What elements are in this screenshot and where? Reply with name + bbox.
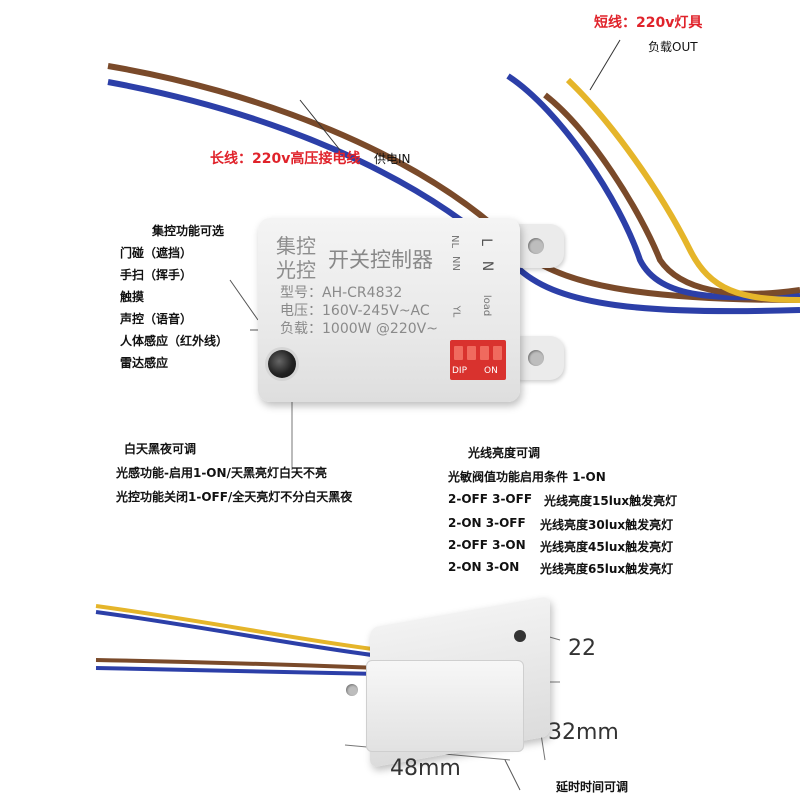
control-item: 人体感应（红外线） — [120, 334, 229, 348]
brightness-row-desc: 光线亮度65lux触发亮灯 — [540, 562, 674, 576]
brightness-row-switch: 2-OFF 3-ON — [448, 538, 526, 552]
dip-switch-2[interactable] — [467, 346, 476, 360]
blue-wire-short — [506, 73, 800, 301]
mount-hole-top — [528, 238, 544, 254]
dip-switch[interactable]: DIP ON — [450, 340, 506, 380]
device-name: 开关控制器 — [328, 248, 433, 272]
small-device-front — [366, 660, 524, 752]
terminal-l: L — [477, 238, 494, 246]
dip-label: DIP — [452, 366, 468, 376]
device-load: 负载：1000W @220V~ — [280, 321, 438, 337]
terminal-nn: NN — [449, 256, 461, 271]
dip-switch-3[interactable] — [480, 346, 489, 360]
brown-wire-short — [543, 92, 800, 297]
dimension-length: 48mm — [390, 756, 461, 781]
brightness-row-switch: 2-ON 3-OFF — [448, 516, 526, 530]
brightness-condition: 光敏阀值功能启用条件 1-ON — [448, 470, 606, 484]
dip-switch-4[interactable] — [493, 346, 502, 360]
device-model: 型号：AH-CR4832 — [280, 285, 403, 301]
day-night-line2: 光控功能关闭1-OFF/全天亮灯不分白天黑夜 — [116, 490, 353, 504]
brightness-row-desc: 光线亮度45lux触发亮灯 — [540, 540, 674, 554]
brightness-row-switch: 2-ON 3-ON — [448, 560, 520, 574]
load-out-label: 负载OUT — [648, 40, 698, 54]
supply-in-label: 供电IN — [374, 152, 411, 166]
brightness-row-desc: 光线亮度15lux触发亮灯 — [544, 494, 678, 508]
yellow-wire — [565, 77, 800, 303]
light-sensor-icon — [268, 350, 296, 378]
dimension-height: 22 — [568, 636, 596, 661]
control-item: 声控（语音） — [120, 312, 193, 326]
brightness-row-desc: 光线亮度30lux触发亮灯 — [540, 518, 674, 532]
pointer-line-top — [589, 39, 621, 91]
small-wire-yellow — [95, 604, 381, 652]
delay-title: 延时时间可调 — [556, 780, 629, 794]
short-wire-label: 短线：220v灯具 — [594, 15, 703, 31]
day-night-line1: 光感功能-启用1-ON/天黑亮灯白天不亮 — [116, 466, 327, 480]
control-item: 手扫（挥手） — [120, 268, 193, 282]
control-item: 触摸 — [120, 290, 145, 304]
dip-on-label: ON — [484, 366, 498, 376]
control-item: 雷达感应 — [120, 356, 169, 370]
small-mount-hole — [346, 684, 358, 696]
small-wire-brown — [95, 658, 381, 670]
terminal-yl: YL — [450, 305, 462, 318]
central-control-title: 集控功能可选 — [152, 224, 225, 238]
terminal-n: N — [479, 260, 496, 272]
small-sensor-icon — [514, 630, 526, 642]
mount-hole-bottom — [528, 350, 544, 366]
device-brand-1: 集控 — [276, 234, 316, 258]
terminal-load: load — [481, 294, 493, 317]
device-voltage: 电压：160V-245V~AC — [280, 303, 430, 319]
dimension-width: 32mm — [548, 720, 619, 745]
pointer-line-long — [299, 99, 341, 151]
brightness-row-switch: 2-OFF 3-OFF — [448, 492, 533, 506]
dip-switch-1[interactable] — [454, 346, 463, 360]
brightness-title: 光线亮度可调 — [468, 446, 541, 460]
pointer-line-control — [229, 279, 259, 321]
day-night-title: 白天黑夜可调 — [124, 442, 197, 456]
small-wire-blue — [95, 610, 381, 658]
small-wire-blue2 — [95, 666, 381, 676]
pointer-line-delay — [504, 759, 521, 791]
terminal-ln: NL — [449, 234, 461, 249]
device-brand-2: 光控 — [276, 258, 316, 282]
long-wire-label: 长线：220v高压接电线 — [210, 151, 361, 167]
control-item: 门碰（遮挡） — [120, 246, 193, 260]
